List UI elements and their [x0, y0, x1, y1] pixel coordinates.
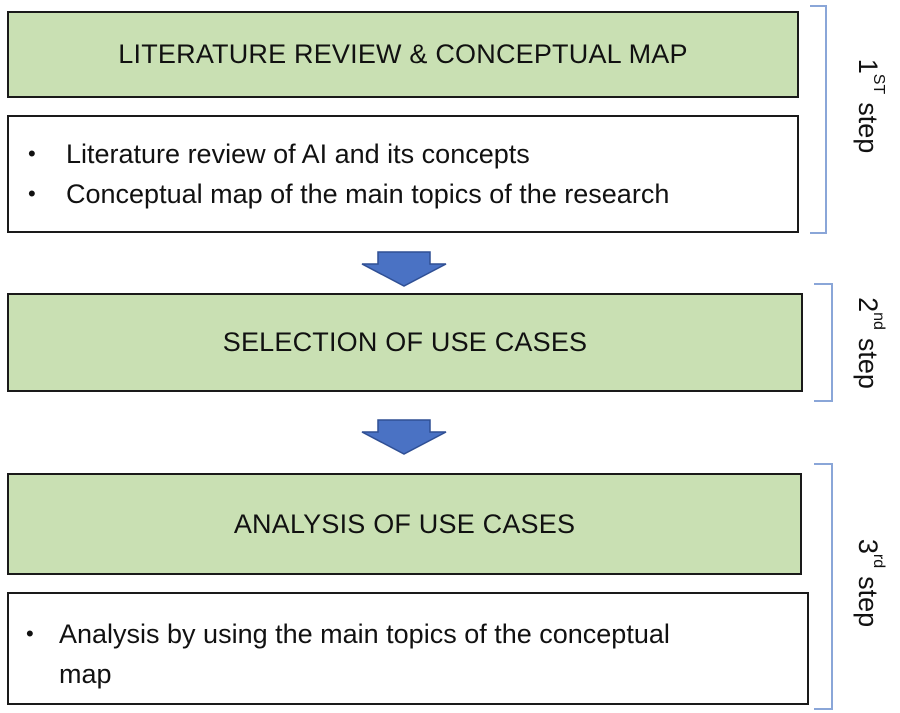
step1-bracket [810, 5, 827, 234]
step1-header-title: LITERATURE REVIEW & CONCEPTUAL MAP [118, 39, 688, 69]
step3-content-box: • Analysis by using the main topics of t… [7, 592, 809, 705]
step2-header-title: SELECTION OF USE CASES [222, 327, 588, 357]
step3-header-title: ANALYSIS OF USE CASES [233, 508, 576, 539]
list-item: • Analysis by using the main topics of t… [9, 614, 807, 654]
bullet-glyph: • [26, 621, 34, 646]
list-item: • Literature review of AI and its concep… [9, 134, 797, 174]
step3-bullet-list: • Analysis by using the main topics of t… [9, 594, 807, 694]
list-item: • Conceptual map of the main topics of t… [9, 174, 797, 214]
step2-bracket [814, 283, 833, 402]
step2-header-box: SELECTION OF USE CASES [7, 293, 803, 392]
list-item: map [59, 659, 112, 689]
step1-content-box: • Literature review of AI and its concep… [7, 115, 799, 233]
step3-bracket [814, 463, 833, 710]
bullet-glyph: • [28, 181, 36, 206]
down-arrow-icon [361, 419, 447, 455]
down-arrow-icon [361, 251, 447, 287]
bullet-glyph: • [28, 141, 36, 166]
step3-header-box: ANALYSIS OF USE CASES [7, 473, 802, 575]
step1-bullet-list: • Literature review of AI and its concep… [9, 117, 797, 214]
step1-header-box: LITERATURE REVIEW & CONCEPTUAL MAP [7, 11, 799, 98]
